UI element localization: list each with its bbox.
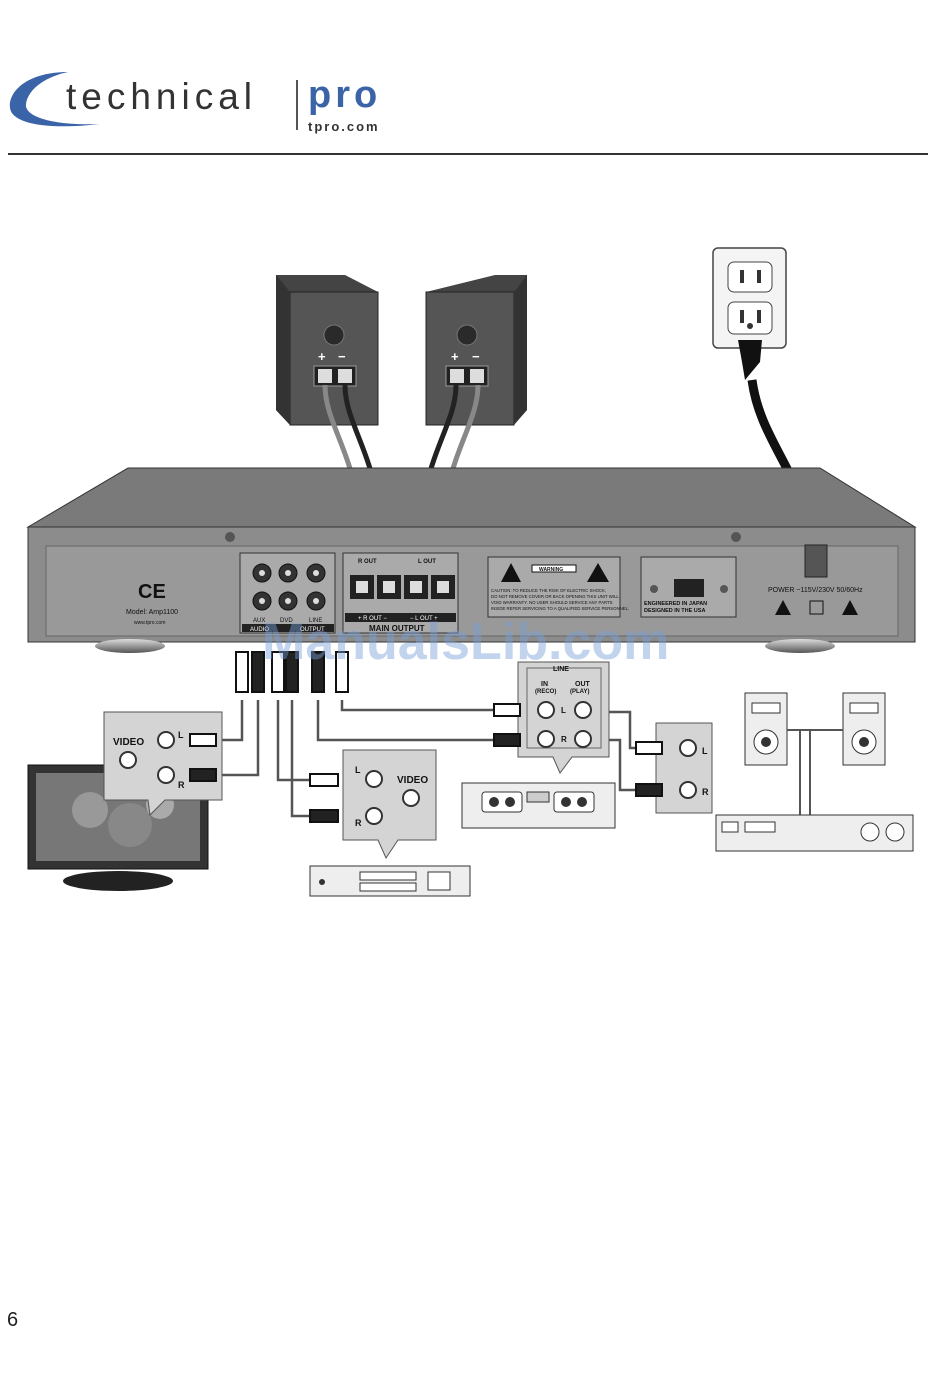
page-number: 6 <box>7 1309 19 1331</box>
logo-swoosh-icon <box>9 72 100 127</box>
amplifier: CE Model: Amp1100 www.tpro.com AUX DVD L… <box>26 467 917 653</box>
technical-pro-logo: technical pro tpro.com <box>8 66 388 138</box>
tape-bubble: LINE IN (RECO) OUT (PLAY) L R <box>493 661 610 774</box>
warning-line-3: VOID WARRANTY. NO USER SHOULD SERVICE AN… <box>491 600 613 605</box>
left-speaker-plus: + <box>318 349 326 364</box>
dvd-player <box>309 865 471 897</box>
tv-r-label: R <box>178 780 185 790</box>
model-label: Model: Amp1100 <box>126 609 178 616</box>
left-speaker-minus: − <box>338 349 346 364</box>
tape-out-label: OUT <box>575 681 591 688</box>
dvd-r-label: R <box>355 818 362 828</box>
tv-video-label: VIDEO <box>113 737 144 748</box>
jack-label-aux: AUX <box>253 618 265 624</box>
ce-mark: CE <box>138 581 166 603</box>
model-url: www.tpro.com <box>134 620 165 626</box>
r-out-top: R OUT <box>358 559 377 565</box>
stereo-l-label: L <box>702 746 708 756</box>
rca-plugs <box>235 651 349 693</box>
stereo-r-label: R <box>702 787 709 797</box>
left-speaker: + − <box>276 275 379 426</box>
tape-deck <box>461 782 616 829</box>
l-out-top: L OUT <box>418 559 436 565</box>
warning-caution: CAUTION: TO REDUCE THE RISK OF ELECTRIC … <box>491 588 606 593</box>
tape-out-sub: (PLAY) <box>570 689 589 695</box>
dvd-video-label: VIDEO <box>397 775 428 786</box>
wall-outlet <box>712 247 787 380</box>
warning-title: WARNING <box>539 567 563 573</box>
warning-line-2: DO NOT REMOVE COVER OR BACK OPENING THIS… <box>491 594 619 599</box>
warning-line-4: INSIDE REFER SERVICING TO A QUALIFIED SE… <box>491 606 629 611</box>
tape-in-label: IN <box>541 681 548 688</box>
tape-line-label: LINE <box>553 666 569 673</box>
right-speaker-minus: − <box>472 349 480 364</box>
connection-diagram: + − + − CE Model: Amp1100 www.tpro.com <box>26 247 917 897</box>
tv-connection-bubble: VIDEO L R <box>103 711 223 817</box>
right-speaker-plus: + <box>451 349 459 364</box>
power-label: POWER ~115V/230V 50/60Hz <box>768 587 863 594</box>
dvd-l-label: L <box>355 765 361 775</box>
engineered-label: ENGINEERED IN JAPAN <box>644 601 707 607</box>
tape-in-sub: (RECO) <box>535 689 556 695</box>
watermark: ManualsLib.com <box>262 613 670 671</box>
header-rule <box>8 153 928 155</box>
designed-label: DESIGNED IN THE USA <box>644 608 705 614</box>
jack-bottom-audio: AUDIO <box>250 627 269 633</box>
jack-label-dvd: DVD <box>280 618 293 624</box>
tape-l-label: L <box>561 706 566 715</box>
logo-divider <box>296 80 298 130</box>
jack-bottom-output: OUTPUT <box>300 627 325 633</box>
stereo-bubble: L R <box>635 722 713 814</box>
r-out-bottom: + R OUT − <box>358 616 387 622</box>
stereo-system <box>715 692 914 852</box>
jack-label-line: LINE <box>309 618 322 624</box>
logo-technical-text: technical <box>66 76 258 117</box>
dvd-bubble: L R VIDEO <box>309 749 437 860</box>
l-out-bottom: − L OUT + <box>410 616 438 622</box>
logo-url: tpro.com <box>308 119 380 134</box>
tv-l-label: L <box>178 730 184 740</box>
logo-pro-text: pro <box>308 74 382 116</box>
main-output-label: MAIN OUTPUT <box>369 624 425 633</box>
tape-r-label: R <box>561 735 567 744</box>
right-speaker: + − <box>425 275 527 426</box>
